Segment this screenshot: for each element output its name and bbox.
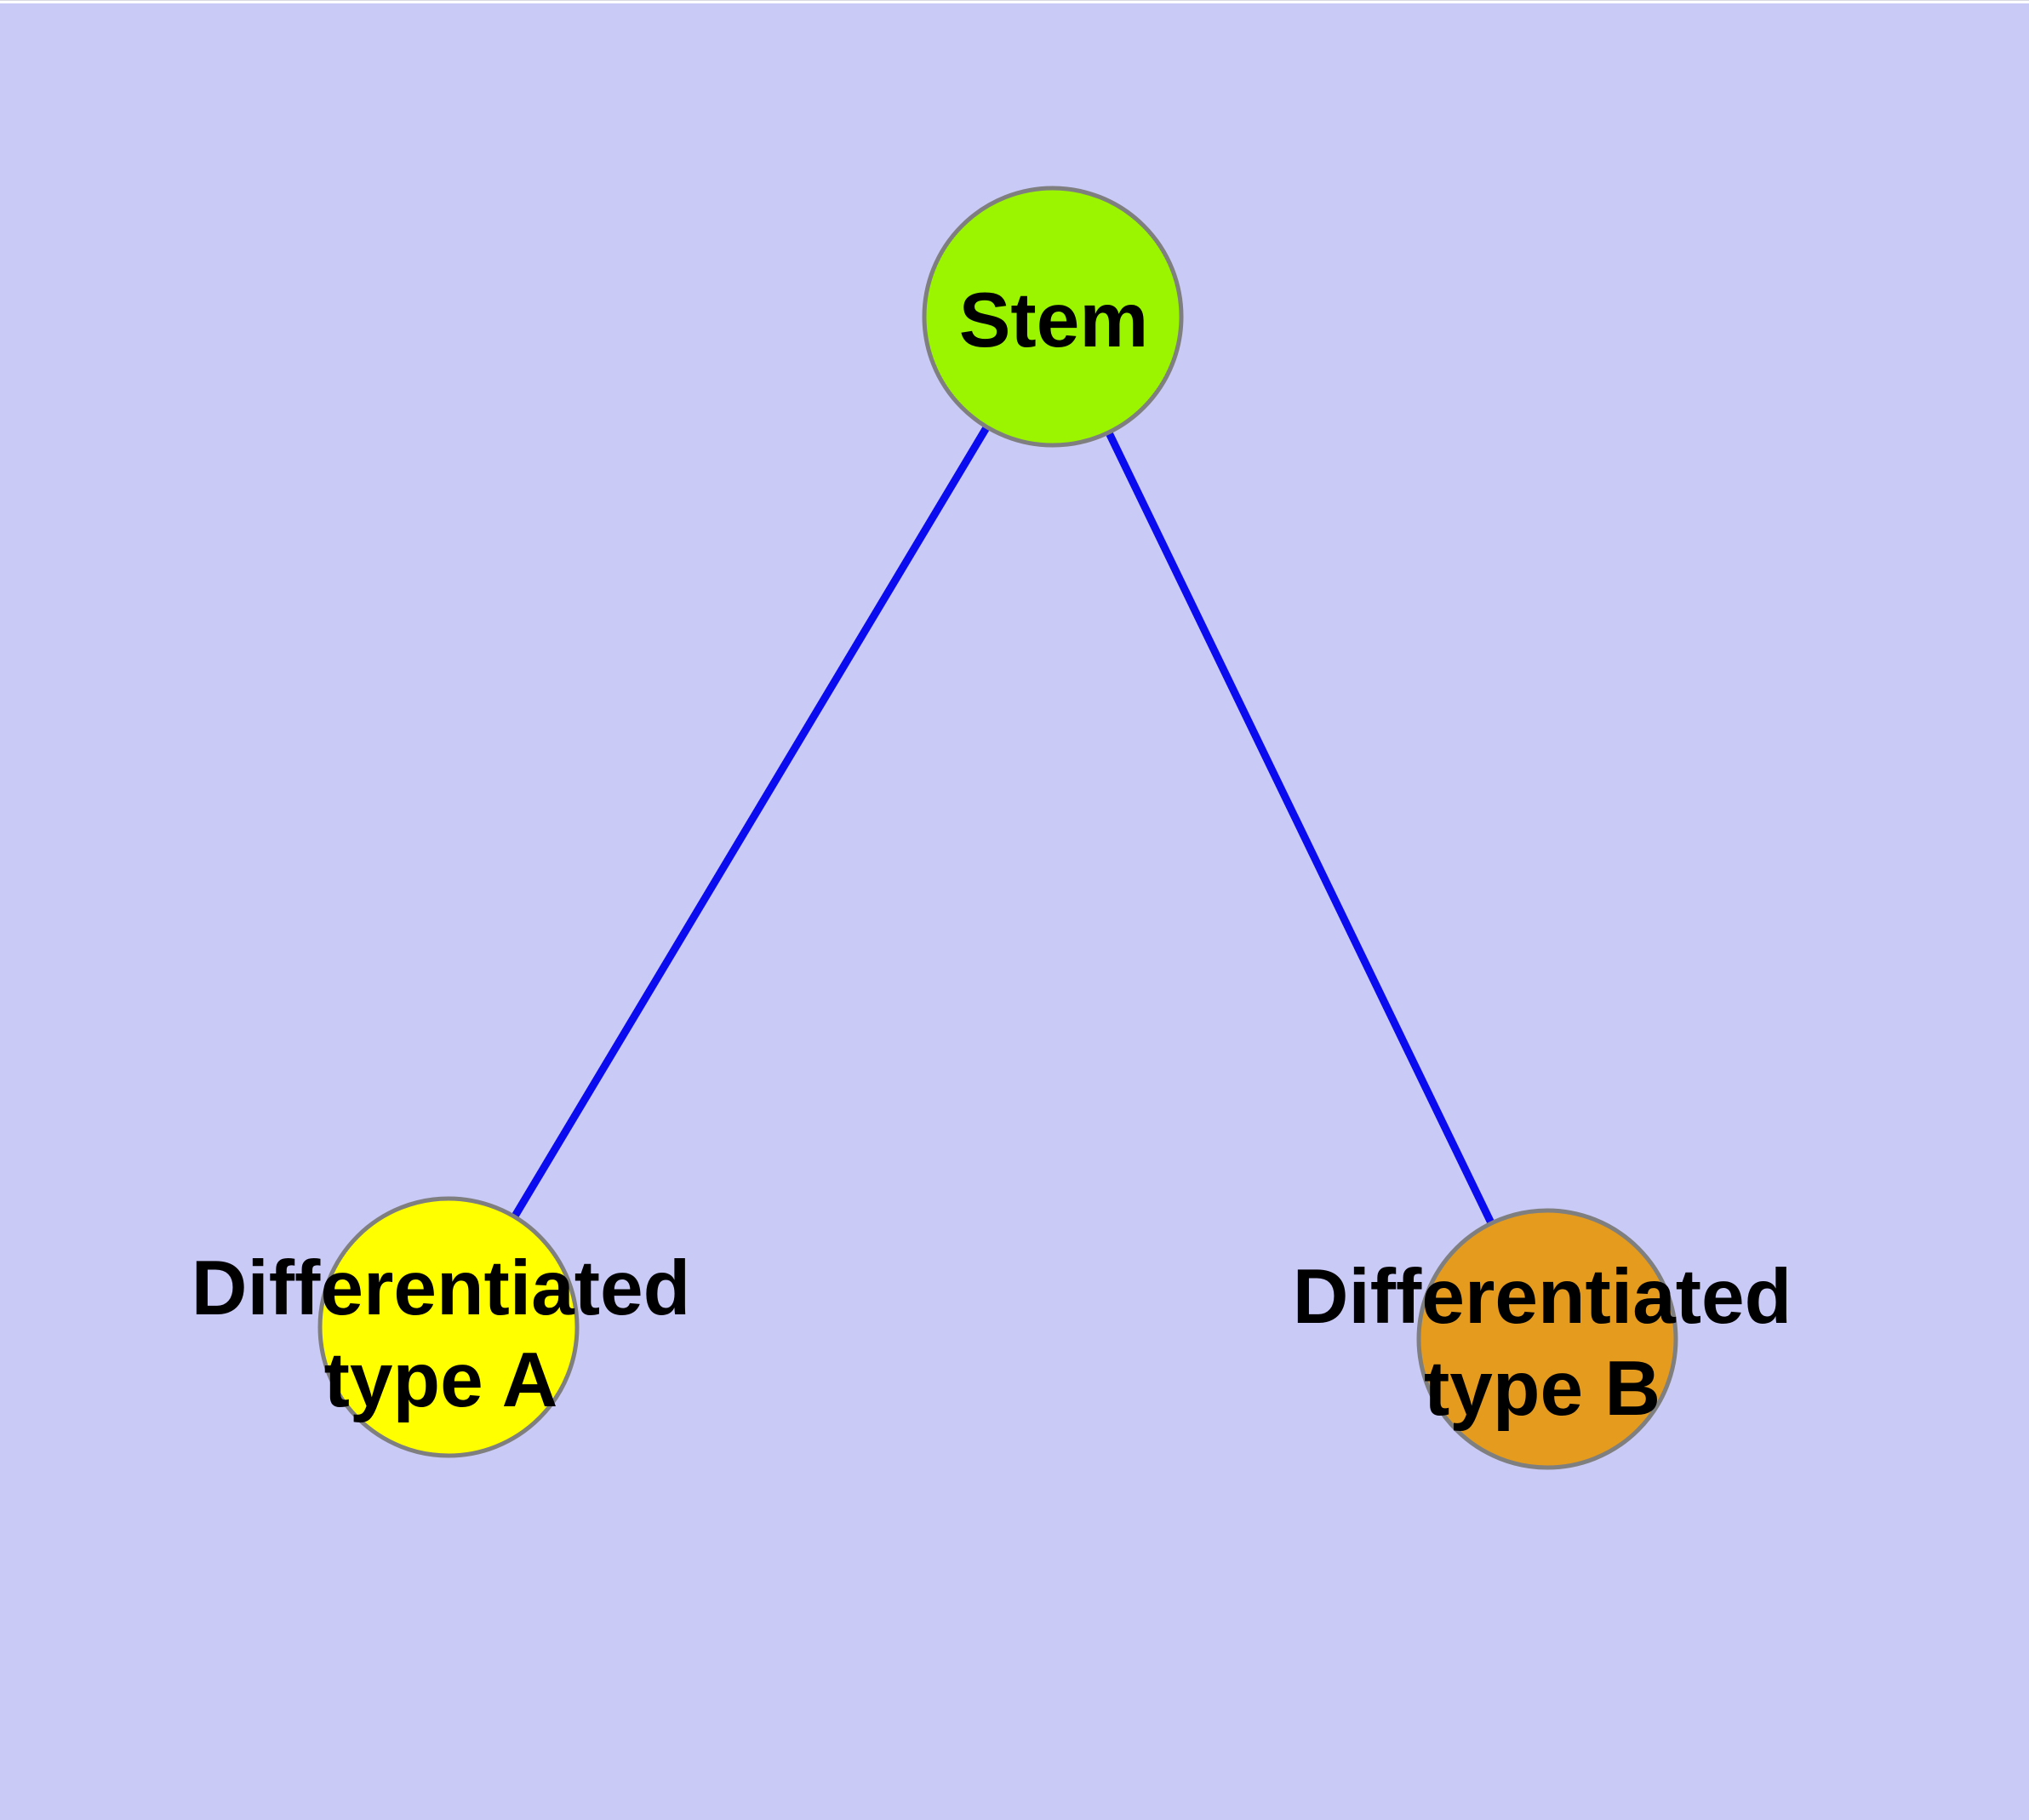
node-stem-label-text: Stem [958,278,1149,363]
node-type-b [1416,1208,1678,1470]
node-type-b-label-line1: Differentiated [1292,1254,1792,1340]
node-type-b-label-line2: type B [1423,1346,1661,1432]
node-type-a-label: Differentiated type A [191,1243,691,1427]
node-type-b-label: Differentiated type B [1293,1251,1792,1435]
node-stem [922,186,1184,448]
node-type-a-label-line2: type A [323,1337,558,1423]
node-type-a-label-line1: Differentiated [191,1245,691,1331]
edge-stem-to-type-a [445,314,1056,1330]
edge-stem-to-type-b [1049,315,1552,1341]
node-stem-label: Stem [959,275,1149,367]
window-top-edge [0,0,2029,3]
node-type-a [317,1196,580,1458]
